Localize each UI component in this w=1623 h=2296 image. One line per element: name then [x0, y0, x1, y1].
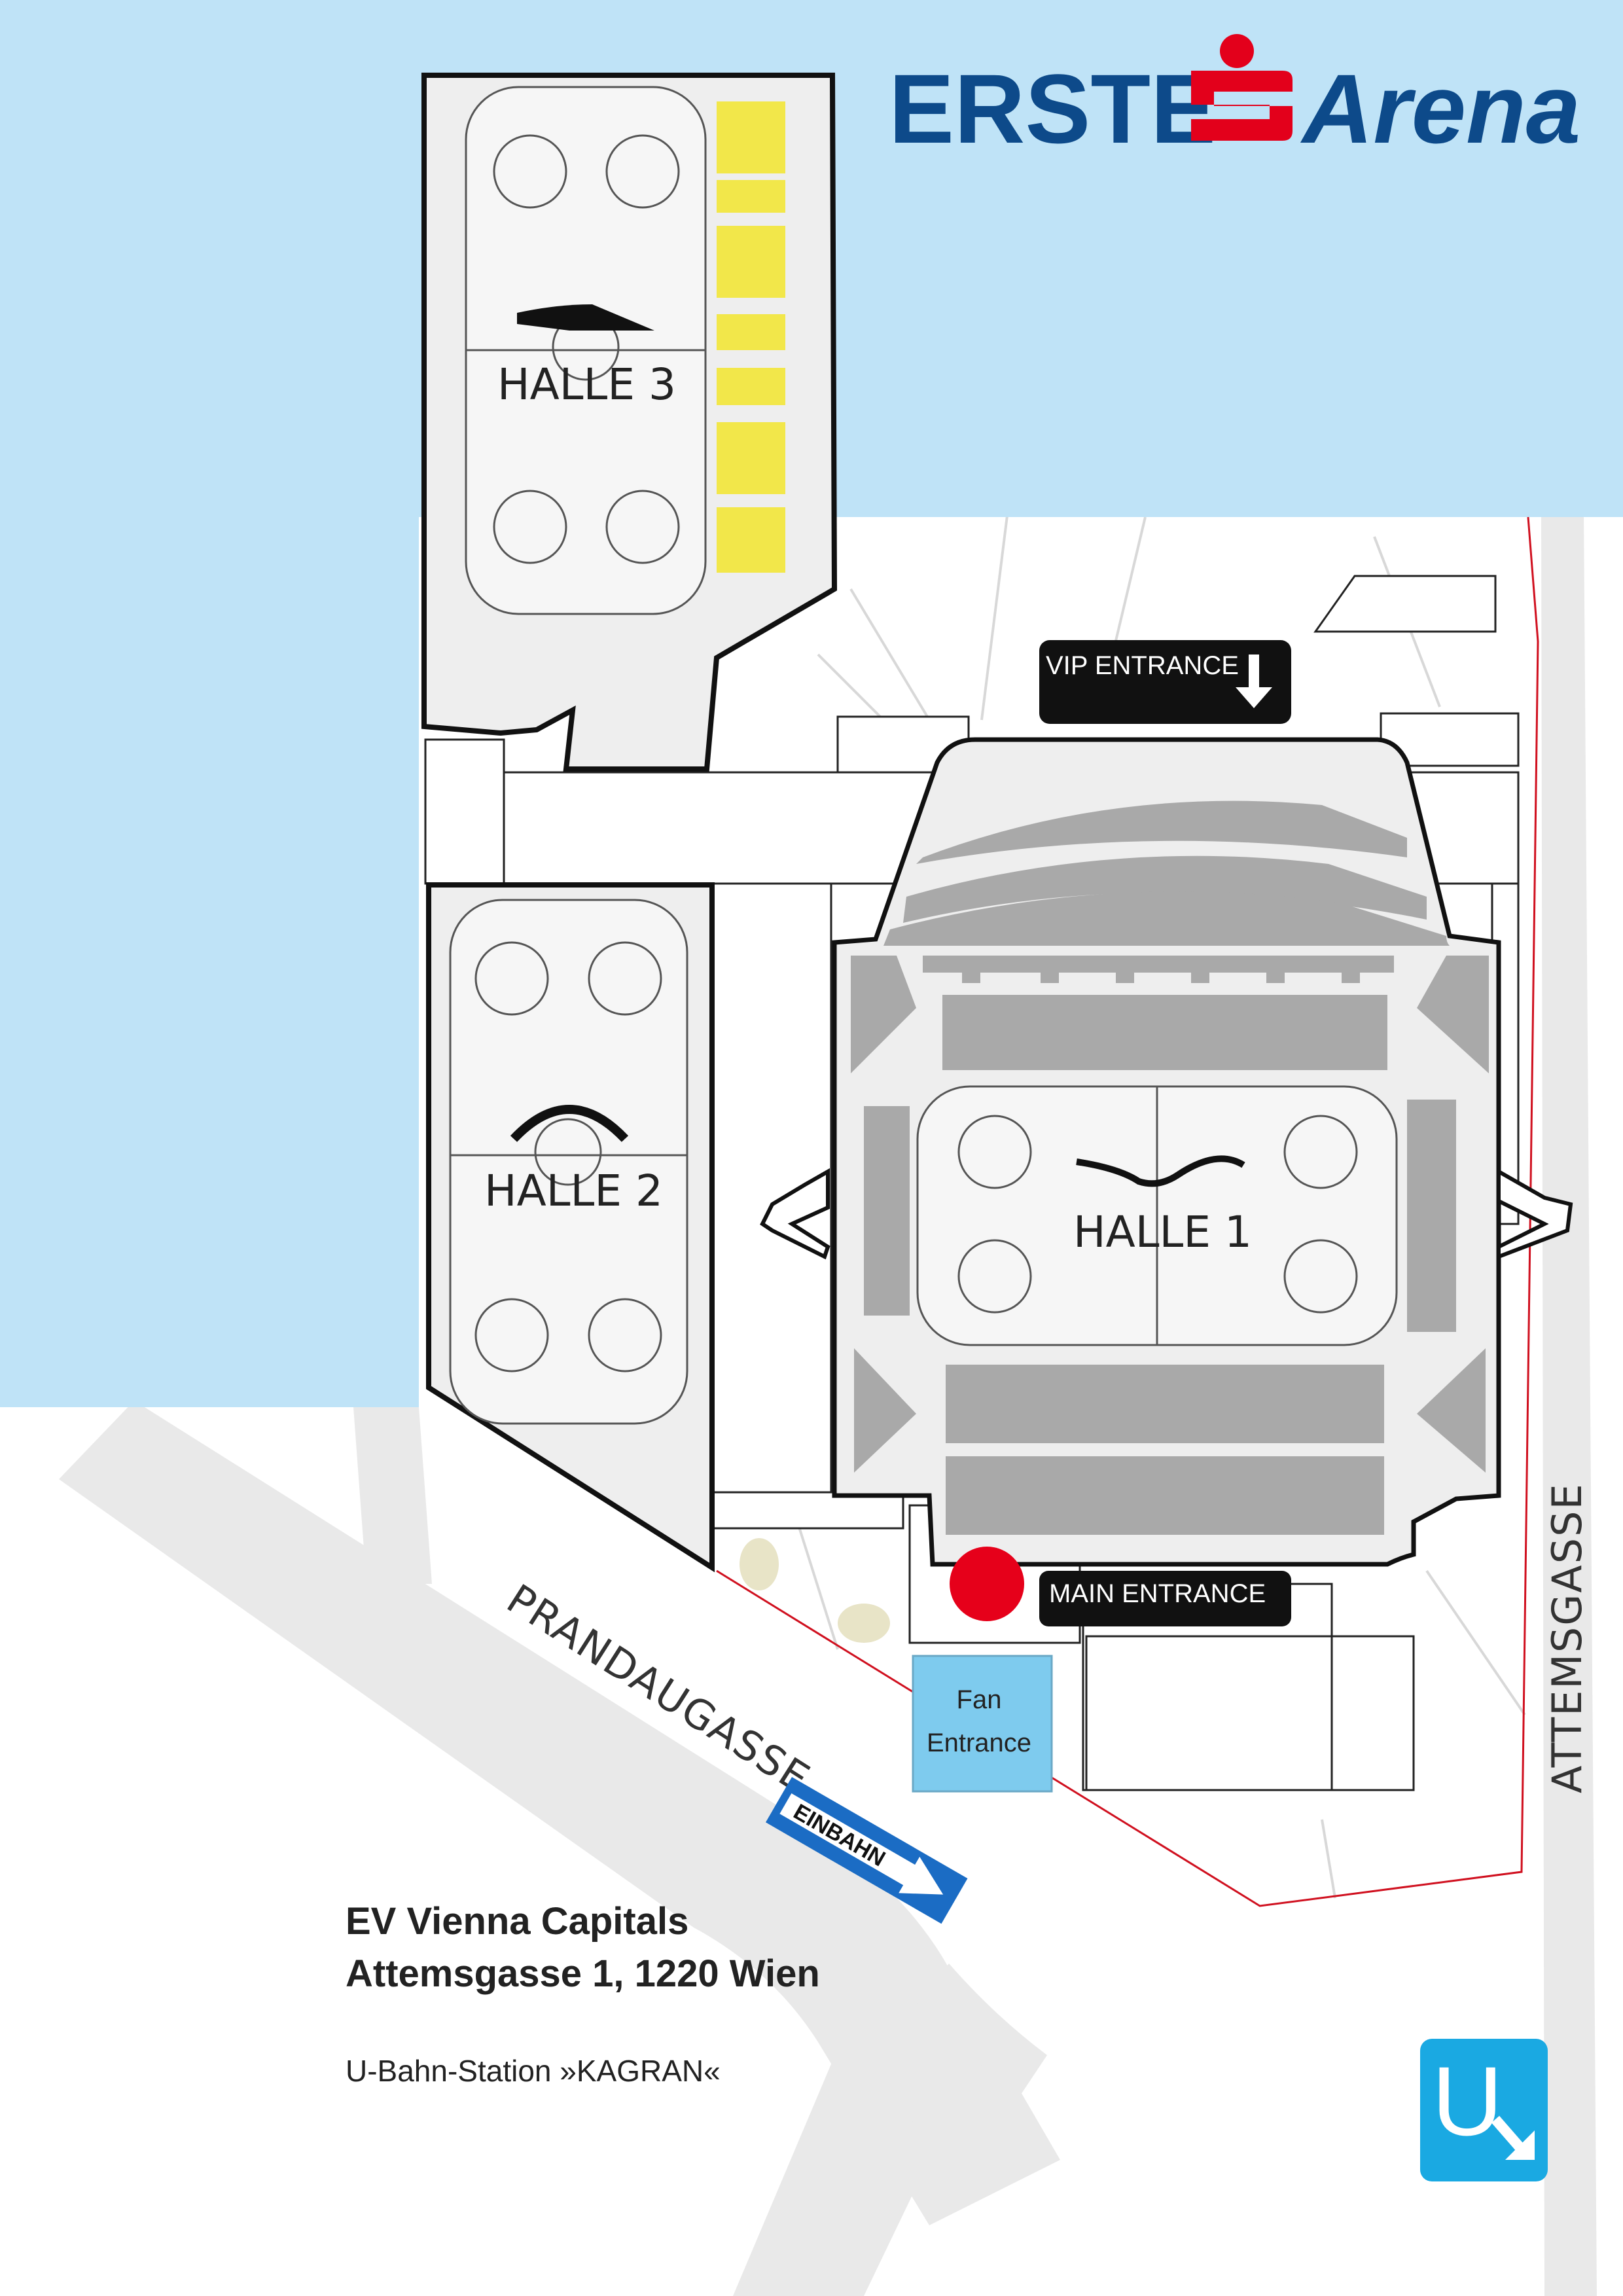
road-bottom-curve: [733, 2049, 929, 2296]
halle-3-building: HALLE 3: [421, 73, 838, 772]
fan-entrance-line1: Fan: [957, 1685, 1002, 1714]
side-road-left: [353, 1407, 432, 1584]
ubahn-sign: U: [1420, 2039, 1548, 2181]
property-boundary: [716, 516, 1539, 1907]
sky-left: [0, 0, 419, 1407]
halle-2-rink: [449, 899, 688, 1425]
halle-3-seating: [717, 101, 785, 573]
main-entrance-dot: [950, 1547, 1024, 1621]
halle-2-label: HALLE 2: [484, 1166, 663, 1216]
arrow-down-icon: [1236, 655, 1272, 708]
vip-entrance[interactable]: VIP ENTRANCE: [1039, 640, 1291, 724]
sculpture-icon: [517, 304, 654, 331]
halle-2-building: HALLE 2: [426, 882, 715, 1573]
logo-text-left: ERSTE: [889, 54, 1216, 164]
halle-1-label: HALLE 1: [1073, 1207, 1252, 1257]
fan-entrance[interactable]: Fan Entrance: [912, 1655, 1053, 1793]
address-street: Attemsgasse 1, 1220 Wien: [346, 1952, 820, 1995]
roads: [59, 511, 1597, 2296]
address-club: EV Vienna Capitals: [346, 1900, 688, 1943]
transit-station: U-Bahn-Station »KAGRAN«: [346, 2054, 721, 2088]
halle-3-label: HALLE 3: [497, 359, 676, 410]
sculpture-icon: [1076, 1155, 1245, 1187]
attemsgasse-road: [1541, 511, 1597, 2296]
attemsgasse-label: ATTEMSGASSE: [1543, 1482, 1591, 1793]
main-entrance[interactable]: MAIN ENTRANCE: [1039, 1571, 1291, 1626]
ubahn-letter: U: [1432, 2046, 1503, 2156]
arrow-down-right-icon: [1491, 2115, 1535, 2160]
fan-entrance-line2: Entrance: [927, 1729, 1031, 1757]
logo-text-right: Arena: [1300, 54, 1580, 164]
halle-1-building: HALLE 1: [760, 737, 1573, 1567]
main-entrance-label: MAIN ENTRANCE: [1049, 1579, 1266, 1608]
halle-1-stands: [851, 800, 1489, 1535]
bushes: [740, 1538, 890, 1643]
road-lower-left: [916, 1964, 1047, 2094]
vip-entrance-label: VIP ENTRANCE: [1046, 651, 1239, 680]
sparkasse-logo-icon: [1191, 34, 1293, 141]
erste-arena-logo: ERSTE Arena: [889, 34, 1580, 164]
prandaugasse-road: [59, 1401, 1060, 2225]
sculpture-icon: [510, 1105, 629, 1142]
